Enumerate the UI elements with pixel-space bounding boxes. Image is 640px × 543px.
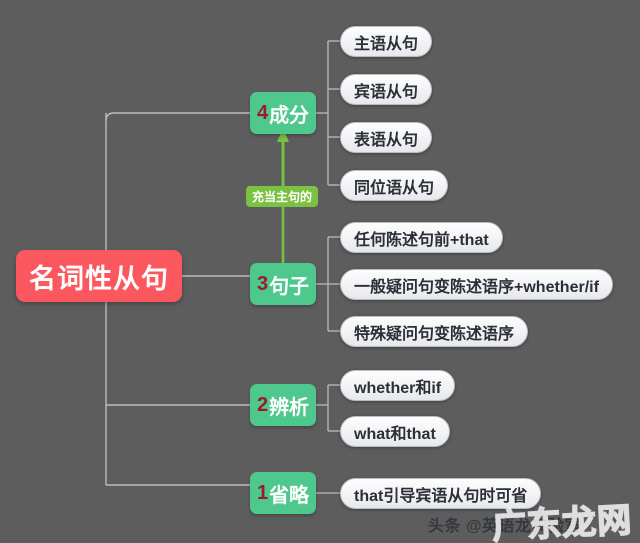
branch-node-4-number: 4	[256, 101, 269, 124]
leaf-node-whether-vs-if[interactable]: whether和if	[340, 370, 456, 401]
branch-node-1-label: 省略	[269, 484, 310, 507]
leaf-node-label: 表语从句	[354, 131, 419, 149]
leaf-node-label: 特殊疑问句变陈述语序	[354, 325, 515, 343]
leaf-node-that-statement[interactable]: 任何陈述句前+that	[340, 222, 503, 253]
leaf-node-appositive-clause[interactable]: 同位语从句	[340, 170, 449, 201]
branch-node-4-label: 成分	[269, 104, 310, 127]
leaf-node-that-omission[interactable]: that引导宾语从句时可省	[340, 478, 542, 509]
leaf-node-label: what和that	[354, 425, 436, 443]
branch-node-2-label: 辨析	[269, 396, 310, 419]
leaf-node-label: 宾语从句	[354, 83, 419, 101]
leaf-node-label: 一般疑问句变陈述语序+whether/if	[354, 278, 599, 296]
leaf-node-label: 主语从句	[354, 35, 419, 53]
branch-node-2[interactable]: 2 辨析	[250, 384, 316, 426]
watermark-site: 广东龙网	[490, 501, 634, 543]
watermark-account: 头条 @英语龙实验室	[428, 518, 582, 535]
leaf-node-yesno-question[interactable]: 一般疑问句变陈述语序+whether/if	[340, 269, 613, 300]
root-node-label: 名词性从句	[29, 263, 169, 294]
leaf-node-subject-clause[interactable]: 主语从句	[340, 26, 433, 57]
leaf-node-label: whether和if	[354, 379, 442, 397]
leaf-node-what-vs-that[interactable]: what和that	[340, 416, 450, 447]
branch-node-3[interactable]: 3 句子	[250, 263, 316, 305]
leaf-node-label: 任何陈述句前+that	[354, 231, 489, 249]
branch-node-3-label: 句子	[269, 275, 310, 298]
annotation-label[interactable]: 充当主句的	[246, 186, 319, 207]
leaf-node-predicative-clause[interactable]: 表语从句	[340, 122, 433, 153]
branch-node-1[interactable]: 1 省略	[250, 472, 316, 514]
branch-node-4[interactable]: 4 成分	[250, 92, 316, 134]
leaf-node-label: 同位语从句	[354, 179, 435, 197]
annotation-label-text: 充当主句的	[252, 190, 313, 204]
branch-node-1-number: 1	[256, 481, 269, 504]
leaf-node-wh-question[interactable]: 特殊疑问句变陈述语序	[340, 316, 529, 347]
branch-node-3-number: 3	[256, 272, 269, 295]
root-node[interactable]: 名词性从句	[16, 250, 182, 302]
branch-node-2-number: 2	[256, 393, 269, 416]
leaf-node-object-clause[interactable]: 宾语从句	[340, 74, 433, 105]
leaf-node-label: that引导宾语从句时可省	[354, 487, 528, 505]
